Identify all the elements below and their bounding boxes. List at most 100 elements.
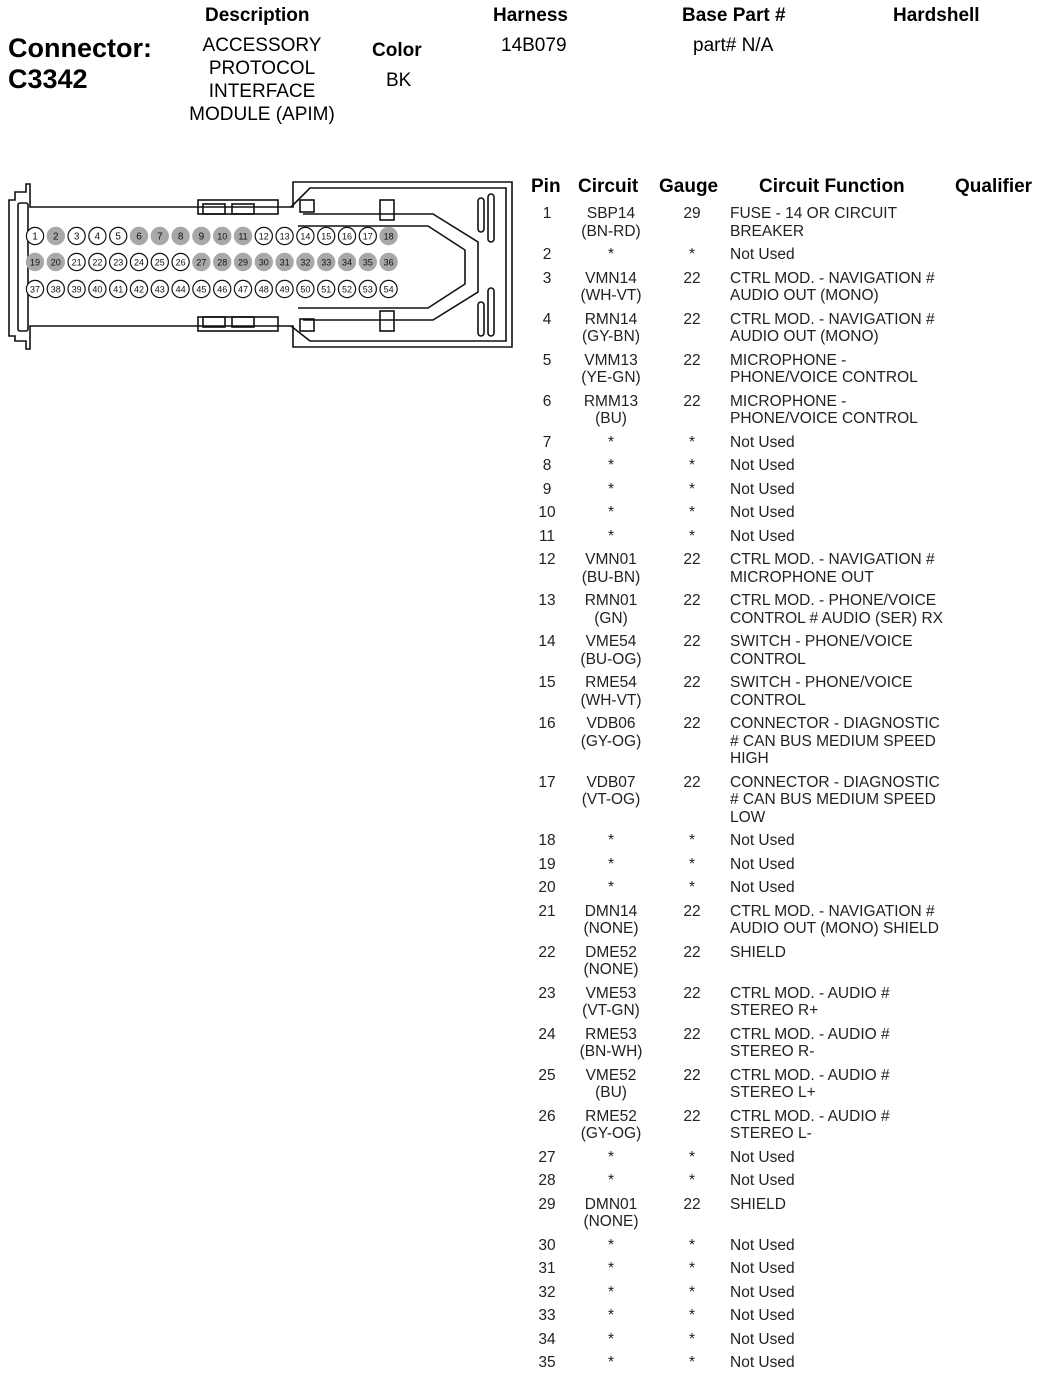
- pin-circle: [254, 279, 273, 299]
- gauge-cell: 22: [683, 592, 701, 609]
- circuit-cell-line: (BN-WH): [579, 1043, 643, 1060]
- circuit-cell-line: (NONE): [583, 920, 639, 937]
- circuit-cell: SBP14(BN-RD): [568, 205, 654, 240]
- pin-47: 47: [233, 279, 253, 299]
- gauge-cell: 22: [683, 1107, 701, 1125]
- description-line: PROTOCOL: [208, 58, 316, 79]
- pin-35: 35: [358, 252, 377, 272]
- pin-28: 28: [212, 252, 232, 272]
- circuit-function-column-header: Circuit Function: [759, 176, 905, 197]
- pin-number: 5: [542, 351, 552, 369]
- circuit-function-cell: Not Used: [730, 832, 965, 850]
- pin-30: 30: [254, 252, 273, 272]
- circuit-cell: DME52(NONE): [568, 944, 654, 979]
- circuit-function-cell: MICROPHONE -PHONE/VOICE CONTROL: [730, 352, 965, 387]
- pin-8: 8: [171, 226, 190, 246]
- pin-circle: [46, 279, 65, 299]
- pin-circle: [358, 226, 377, 246]
- pin-4: 4: [88, 226, 107, 246]
- circuit-function-cell-line: Not Used: [730, 527, 795, 545]
- pin-39: 39: [67, 279, 86, 299]
- pin-number-label: 38: [51, 285, 61, 295]
- circuit-cell-line: *: [607, 1307, 615, 1324]
- circuit-function-cell-line: Not Used: [730, 1330, 795, 1348]
- pin-54: 54: [379, 279, 398, 299]
- pin-circle: [192, 226, 211, 246]
- pin-3: 3: [67, 226, 86, 246]
- gauge-cell: 22: [683, 1025, 701, 1043]
- circuit-cell: *: [568, 246, 654, 264]
- pin-number-label: 3: [74, 232, 80, 243]
- pin-circle: [337, 252, 357, 272]
- pin-27: 27: [192, 252, 211, 272]
- pin-circle: [88, 279, 107, 299]
- circuit-cell-line: (NONE): [583, 961, 639, 978]
- circuit-cell-line: *: [607, 1260, 615, 1277]
- gauge-cell: 22: [683, 984, 701, 1002]
- circuit-cell-line: *: [607, 480, 615, 498]
- circuit-function-cell-line: AUDIO OUT (MONO): [730, 328, 879, 345]
- circuit-function-cell-line: Not Used: [730, 1172, 795, 1189]
- pin-31: 31: [275, 252, 294, 272]
- circuit-cell: *: [568, 504, 654, 522]
- pin-number-label: 53: [363, 285, 373, 295]
- circuit-function-cell: Not Used: [730, 481, 965, 499]
- pin-circle: [358, 252, 377, 272]
- pin-number-label: 44: [176, 285, 186, 295]
- circuit-cell-line: (VT-GN): [582, 1002, 640, 1019]
- connector-housing: [8, 181, 513, 350]
- connector-label: Connector:: [8, 33, 152, 63]
- pin-number-label: 27: [196, 258, 206, 268]
- gauge-cell: 22: [683, 943, 701, 961]
- pin-number-label: 40: [92, 285, 102, 295]
- gauge-cell: *: [688, 457, 696, 474]
- gauge-cell: *: [688, 1354, 696, 1371]
- circuit-cell-line: *: [607, 1330, 615, 1348]
- circuit-function-cell: Not Used: [730, 856, 965, 874]
- pin-24: 24: [129, 252, 149, 272]
- circuit-cell: *: [568, 1260, 654, 1278]
- description-line: INTERFACE: [208, 81, 316, 102]
- pin-number-label: 39: [72, 285, 82, 295]
- circuit-function-cell-line: CONTROL # AUDIO (SER) RX: [730, 609, 944, 627]
- pin-52: 52: [337, 279, 357, 299]
- circuit-cell-line: DMN01: [584, 1195, 638, 1213]
- circuit-function-cell-line: FUSE - 14 OR CIRCUIT: [730, 205, 898, 222]
- pin-34: 34: [337, 252, 357, 272]
- pin-number: 8: [542, 457, 552, 474]
- pin-53: 53: [358, 279, 377, 299]
- circuit-cell: DMN14(NONE): [568, 903, 654, 938]
- circuit-function-cell-line: Not Used: [730, 855, 795, 873]
- circuit-function-cell-line: CTRL MOD. - AUDIO #: [730, 984, 890, 1002]
- pin-number: 6: [542, 392, 552, 410]
- circuit-cell-line: *: [607, 1148, 615, 1166]
- pin-number-label: 49: [280, 285, 290, 295]
- circuit-function-cell: CTRL MOD. - AUDIO #STEREO L+: [730, 1067, 965, 1102]
- pin-number-label: 37: [30, 285, 40, 295]
- circuit-function-cell-line: SWITCH - PHONE/VOICE: [730, 633, 913, 650]
- circuit-cell-line: *: [607, 1172, 615, 1189]
- pin-number-label: 42: [134, 285, 144, 295]
- pin-column-header: Pin: [531, 176, 561, 197]
- circuit-function-cell-line: # CAN BUS MEDIUM SPEED: [730, 791, 936, 808]
- circuit-function-cell-line: CTRL MOD. - AUDIO #: [730, 1066, 890, 1084]
- pin-number: 10: [538, 504, 556, 521]
- pin-circle: [379, 252, 398, 272]
- circuit-function-cell-line: Not Used: [730, 1354, 795, 1371]
- circuit-cell: VME54(BU-OG): [568, 633, 654, 668]
- pin-number: 1: [542, 205, 552, 222]
- pin-12: 12: [254, 226, 273, 246]
- pin-number: 24: [538, 1025, 556, 1043]
- pin-circle: [25, 279, 45, 299]
- circuit-cell-line: (WH-VT): [580, 691, 642, 709]
- circuit-function-cell: Not Used: [730, 1284, 965, 1302]
- circuit-function-cell-line: PHONE/VOICE CONTROL: [730, 369, 918, 386]
- circuit-cell-line: DME52: [585, 943, 637, 961]
- pin-number-label: 46: [217, 285, 227, 295]
- color-header: Color: [372, 40, 422, 61]
- gauge-cell: *: [688, 433, 696, 451]
- gauge-cell: *: [688, 480, 696, 498]
- circuit-cell-line: (WH-VT): [580, 287, 642, 304]
- pin-number: 15: [538, 674, 556, 691]
- pin-43: 43: [150, 279, 169, 299]
